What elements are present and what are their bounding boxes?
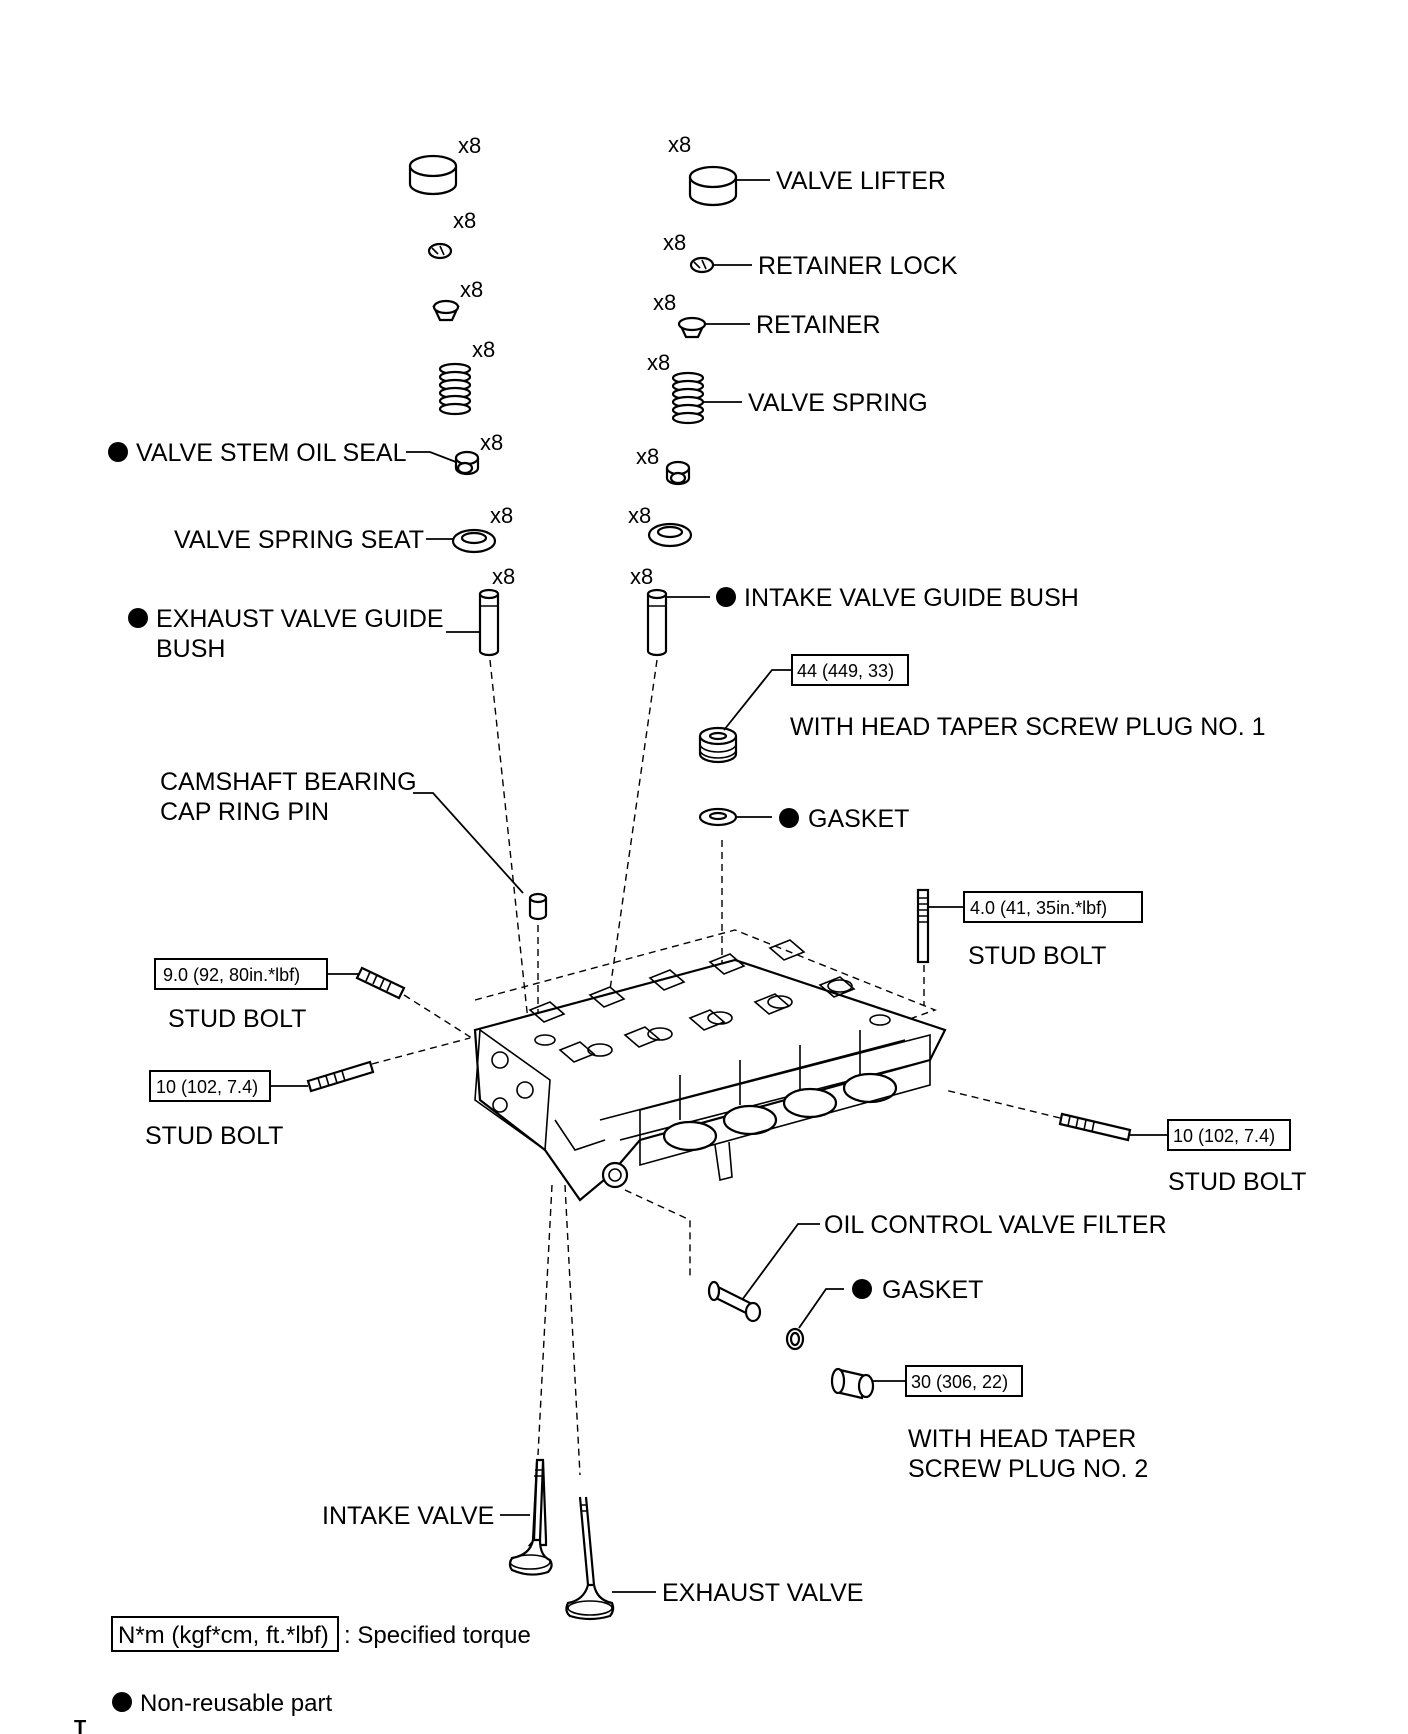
non-reusable-marker-intake-bush: [716, 587, 736, 607]
label-gasket-bottom: GASKET: [882, 1276, 983, 1304]
legend-torque-box: [111, 1616, 339, 1652]
label-valve-spring-seat: VALVE SPRING SEAT: [174, 526, 424, 554]
retainer-left: [432, 299, 460, 322]
label-gasket-top: GASKET: [808, 805, 909, 833]
qty-seal-left: x8: [480, 430, 503, 455]
qty-seat-right: x8: [628, 503, 651, 528]
label-valve-lifter: VALVE LIFTER: [776, 167, 946, 195]
label-camshaft-pin-1: CAMSHAFT BEARING: [160, 768, 417, 796]
qty-lock-right: x8: [663, 230, 686, 255]
legend-non-reusable: Non-reusable part: [140, 1690, 332, 1717]
label-intake-valve-guide-bush: INTAKE VALVE GUIDE BUSH: [744, 584, 1079, 612]
torque-box-stud-right-top: [963, 891, 1143, 923]
taper-screw-plug-no1: [698, 726, 738, 764]
qty-retainer-left: x8: [460, 277, 483, 302]
label-retainer-lock: RETAINER LOCK: [758, 252, 958, 280]
qty-seat-left: x8: [490, 503, 513, 528]
intake-valve-guide-bush: [646, 588, 668, 657]
retainer-lock-left: [427, 242, 453, 260]
qty-spring-right: x8: [647, 350, 670, 375]
valve-spring-seat-left: [451, 528, 497, 554]
label-camshaft-pin-2: CAP RING PIN: [160, 798, 329, 826]
legend-non-reusable-marker: [112, 1692, 132, 1712]
valve-spring-right: [671, 371, 705, 425]
valve-lifter-right: [688, 165, 738, 207]
torque-stud-left-mid: 10 (102, 7.4): [156, 1077, 258, 1097]
torque-box-stud-left-mid: [149, 1070, 271, 1102]
label-plug-no1: WITH HEAD TAPER SCREW PLUG NO. 1: [790, 713, 1266, 741]
label-stud-bolt-left-top: STUD BOLT: [168, 1005, 306, 1033]
label-exhaust-valve: EXHAUST VALVE: [662, 1579, 863, 1607]
qty-lifter-right: x8: [668, 132, 691, 157]
valve-stem-oil-seal-left: [454, 450, 480, 476]
gasket-oil-control-filter: [785, 1327, 805, 1351]
valve-lifter-left: [408, 154, 458, 196]
label-intake-valve: INTAKE VALVE: [322, 1502, 494, 1530]
torque-stud-right-top: 4.0 (41, 35in.*lbf): [970, 898, 1107, 918]
torque-plug-no2: 30 (306, 22): [911, 1372, 1008, 1392]
camshaft-bearing-cap-ring-pin: [528, 892, 548, 921]
exhaust-valve-guide-bush: [478, 588, 500, 657]
label-stud-bolt-right-mid: STUD BOLT: [1168, 1168, 1306, 1196]
qty-bush-right: x8: [630, 564, 653, 589]
torque-plug-no1: 44 (449, 33): [797, 661, 894, 681]
stud-bolt-left-mid: [306, 1060, 375, 1093]
label-oil-control-valve-filter: OIL CONTROL VALVE FILTER: [824, 1211, 1167, 1239]
corner-mark: T: [74, 1717, 86, 1734]
qty-lifter-left: x8: [458, 133, 481, 158]
qty-spring-left: x8: [472, 337, 495, 362]
torque-box-stud-left-top: [154, 958, 328, 990]
label-exhaust-valve-guide-bush-1: EXHAUST VALVE GUIDE: [156, 605, 444, 633]
non-reusable-marker-gasket-bottom: [852, 1279, 872, 1299]
torque-box-plug-no1: [791, 654, 909, 686]
legend-torque-desc: : Specified torque: [344, 1622, 531, 1649]
retainer-right: [677, 316, 707, 339]
stud-bolt-right-top: [916, 888, 930, 964]
qty-lock-left: x8: [453, 208, 476, 233]
non-reusable-marker-exhaust-bush: [128, 608, 148, 628]
legend-torque-unit: N*m (kgf*cm, ft.*lbf): [118, 1622, 329, 1649]
torque-stud-right-mid: 10 (102, 7.4): [1173, 1126, 1275, 1146]
label-retainer: RETAINER: [756, 311, 881, 339]
label-plug-no2-1: WITH HEAD TAPER: [908, 1425, 1136, 1453]
label-exhaust-valve-guide-bush-2: BUSH: [156, 635, 225, 663]
label-plug-no2-2: SCREW PLUG NO. 2: [908, 1455, 1148, 1483]
label-stud-bolt-left-mid: STUD BOLT: [145, 1122, 283, 1150]
valve-spring-seat-right: [647, 522, 693, 548]
exhaust-valve: [565, 1496, 615, 1621]
stud-bolt-left-top: [355, 966, 406, 1000]
qty-retainer-right: x8: [653, 290, 676, 315]
cylinder-head: [473, 929, 947, 1202]
label-valve-spring: VALVE SPRING: [748, 389, 928, 417]
label-stud-bolt-right-top: STUD BOLT: [968, 942, 1106, 970]
retainer-lock-right: [689, 256, 715, 274]
torque-stud-left-top: 9.0 (92, 80in.*lbf): [163, 965, 300, 985]
intake-valve: [508, 1458, 553, 1576]
taper-screw-plug-no2: [830, 1367, 875, 1400]
label-valve-stem-oil-seal: VALVE STEM OIL SEAL: [136, 439, 407, 467]
valve-spring-left: [438, 362, 472, 416]
oil-control-valve-filter: [707, 1280, 762, 1323]
non-reusable-marker-oil-seal: [108, 442, 128, 462]
gasket-plug-no1: [698, 807, 738, 827]
stud-bolt-right-mid: [1058, 1112, 1132, 1142]
qty-bush-left: x8: [492, 564, 515, 589]
qty-seal-right: x8: [636, 444, 659, 469]
non-reusable-marker-gasket-top: [779, 808, 799, 828]
valve-stem-oil-seal-right: [665, 460, 691, 486]
